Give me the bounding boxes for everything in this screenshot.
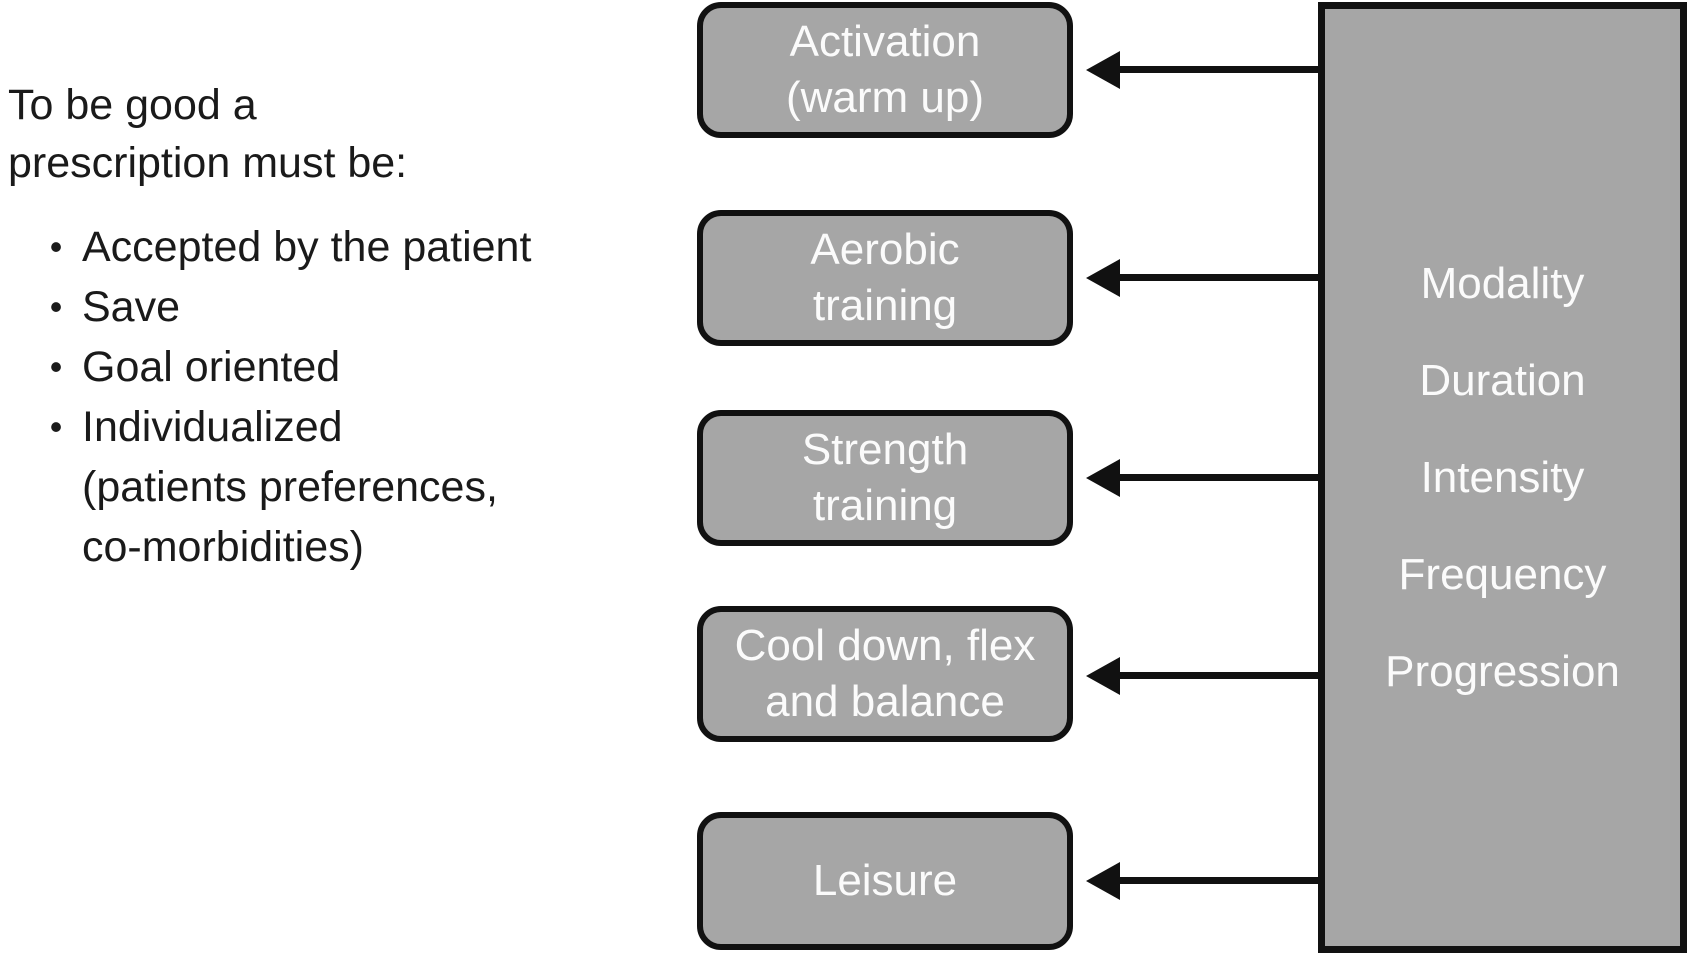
parameter-label: Duration [1419,355,1586,405]
bullet-icon: • [49,286,63,327]
prescription-criteria-list: • Accepted by the patient • Save • Goal … [30,217,660,577]
list-item: • Accepted by the patient [30,217,660,277]
arrow-head-icon [1086,657,1120,695]
intro-heading: To be good a prescription must be: [8,81,408,187]
flow-box-aerobic-training: Aerobic training [697,210,1073,346]
parameter-label: Frequency [1398,549,1607,599]
flow-box-cool-down: Cool down, flex and balance [697,606,1073,742]
flow-box-label: Activation (warm up) [785,17,985,122]
parameter-label: Progression [1385,646,1620,696]
training-parameters-panel: Modality Duration Intensity Frequency Pr… [1318,2,1687,953]
arrow-to-cool-down [1086,657,1319,695]
flow-box-leisure: Leisure [697,812,1073,950]
list-item: • Save [30,277,660,337]
list-item: • Goal oriented [30,337,660,397]
flow-box-activation: Activation (warm up) [697,2,1073,138]
list-item-text: Individualized (patients preferences, co… [82,403,498,571]
arrow-line [1114,672,1319,679]
arrow-head-icon [1086,459,1120,497]
flow-box-label: Aerobic training [810,225,960,330]
list-item-text: Accepted by the patient [82,223,532,271]
intro-block: To be good a prescription must be: [8,76,668,192]
arrow-head-icon [1086,862,1120,900]
arrow-line [1114,66,1319,73]
arrow-head-icon [1086,259,1120,297]
arrow-line [1114,877,1319,884]
parameter-label: Intensity [1420,452,1585,502]
arrow-head-icon [1086,51,1120,89]
bullet-icon: • [49,226,63,267]
arrow-to-aerobic-training [1086,259,1319,297]
flow-box-strength-training: Strength training [697,410,1073,546]
list-item-text: Goal oriented [82,343,341,391]
bullet-icon: • [49,346,63,387]
arrow-to-leisure [1086,862,1319,900]
list-item-text: Save [82,283,181,331]
arrow-to-strength-training [1086,459,1319,497]
flow-box-label: Leisure [812,856,958,905]
arrow-line [1114,474,1319,481]
flow-box-label: Strength training [801,425,969,530]
list-item: • Individualized (patients preferences, … [30,397,660,577]
arrow-line [1114,274,1319,281]
flow-box-label: Cool down, flex and balance [734,621,1036,726]
arrow-to-activation [1086,51,1319,89]
bullet-icon: • [49,406,63,447]
parameter-label: Modality [1420,258,1585,308]
